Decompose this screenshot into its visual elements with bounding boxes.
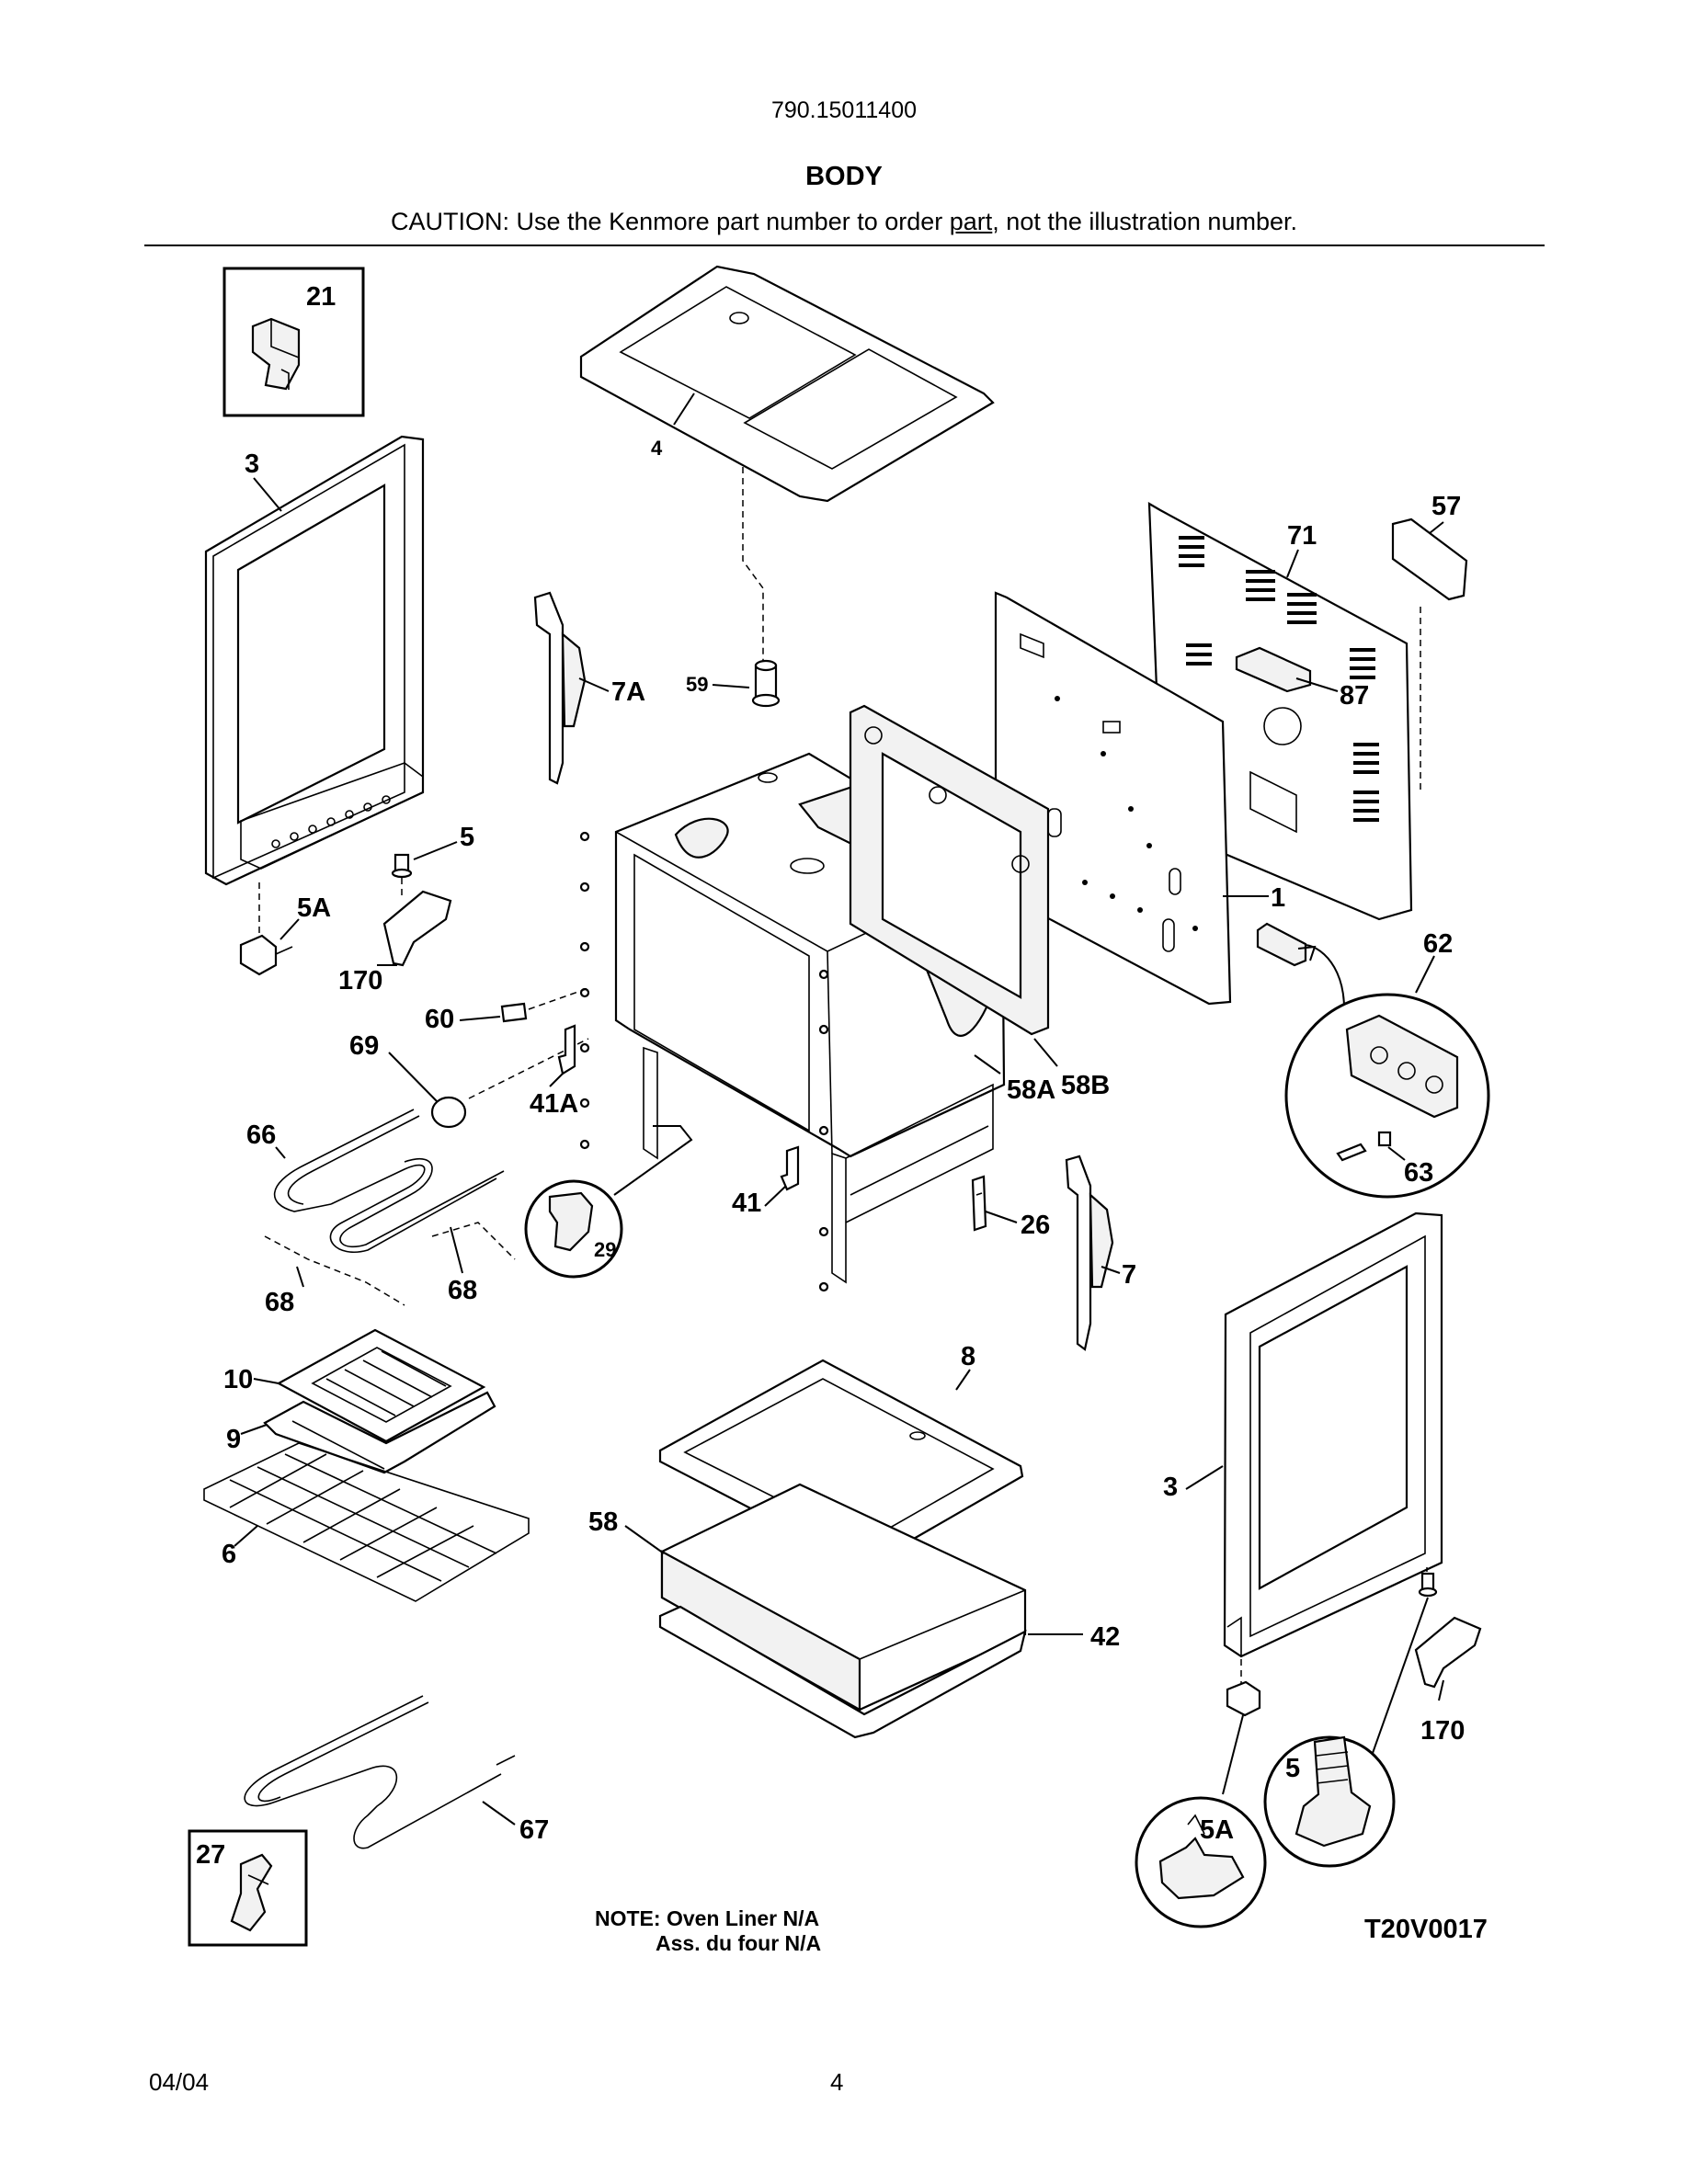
part-21-inset: [222, 267, 365, 417]
callout-59: 59: [686, 673, 708, 696]
callout-4: 4: [651, 437, 663, 460]
part-5-inset: [1263, 1735, 1396, 1868]
part-7a-hinge: [533, 591, 587, 785]
callout-68-b: 68: [448, 1276, 477, 1305]
callout-87: 87: [1340, 681, 1369, 711]
part-60-clip: [500, 1002, 528, 1023]
figure-id: T20V0017: [1364, 1915, 1488, 1944]
caution-prefix: CAUTION: Use the Kenmore part number to …: [391, 208, 950, 235]
callout-68-a: 68: [265, 1288, 294, 1317]
callout-67: 67: [519, 1815, 549, 1845]
part-62-terminal: [1256, 922, 1307, 967]
part-57-plate: [1391, 518, 1468, 601]
callout-3-right: 3: [1163, 1473, 1178, 1502]
callout-5-right: 5: [1285, 1754, 1300, 1783]
callout-63: 63: [1404, 1158, 1433, 1188]
callout-69: 69: [349, 1031, 379, 1061]
part-41a-bracket: [557, 1024, 576, 1075]
part-26-latch: [971, 1175, 987, 1232]
part-3-right-door: [1223, 1211, 1443, 1658]
callout-29: 29: [594, 1238, 616, 1261]
part-10-broil-insert: [276, 1328, 486, 1443]
caution-suffix: , not the illustration number.: [992, 208, 1297, 235]
part-67-bake-element: [244, 1695, 516, 1849]
part-62-inset: [1284, 993, 1490, 1199]
part-58b-insulation-back: [849, 704, 1050, 1036]
note-oven-liner: NOTE: Oven Liner N/A: [595, 1906, 820, 1930]
note-oven-liner-french: Ass. du four N/A: [656, 1931, 822, 1955]
model-number: 790.15011400: [770, 97, 918, 123]
callout-42: 42: [1090, 1622, 1120, 1652]
callout-7a: 7A: [611, 677, 645, 707]
part-5a-inset: [1135, 1796, 1267, 1928]
callout-10: 10: [223, 1365, 253, 1394]
part-6-oven-rack: [203, 1442, 530, 1602]
callout-26: 26: [1021, 1211, 1050, 1240]
screw-fasteners: [579, 831, 829, 1292]
part-41-bracket: [780, 1145, 800, 1191]
callout-62: 62: [1423, 929, 1453, 959]
part-59-vent-tube: [751, 659, 781, 708]
callout-58: 58: [588, 1507, 618, 1537]
part-42-bottom-panel: [658, 1605, 1027, 1739]
part-66-broil-element: [273, 1109, 505, 1253]
caution-text: CAUTION: Use the Kenmore part number to …: [0, 208, 1688, 236]
callout-58b: 58B: [1061, 1071, 1110, 1100]
part-4-top-panel: [579, 265, 995, 503]
part-27-inset: [188, 1829, 308, 1947]
part-170-leg-bracket-right: [1414, 1616, 1482, 1689]
part-5-leveling-leg-left: [391, 853, 413, 879]
section-title: BODY: [805, 162, 883, 191]
part-170-leg-bracket-left: [382, 890, 452, 967]
part-5a-bracket-left: [239, 934, 293, 976]
callout-1: 1: [1271, 883, 1285, 913]
callout-9: 9: [226, 1425, 241, 1454]
callout-41: 41: [732, 1189, 761, 1218]
part-29-inset: [524, 1179, 623, 1279]
callout-5a-right: 5A: [1200, 1815, 1234, 1845]
part-69-light-lens: [430, 1096, 467, 1129]
callout-3-left: 3: [245, 449, 259, 479]
callout-21: 21: [306, 282, 336, 312]
callout-170-right: 170: [1420, 1716, 1465, 1746]
callout-60: 60: [425, 1005, 454, 1034]
callout-5a-left: 5A: [297, 893, 331, 923]
footer-date: 04/04: [149, 2068, 210, 2096]
callout-66: 66: [246, 1120, 276, 1150]
callout-58a: 58A: [1007, 1075, 1055, 1105]
callout-170-left: 170: [338, 966, 382, 995]
part-7-hinge: [1065, 1155, 1114, 1351]
header-divider: [144, 245, 1545, 246]
callout-5-left: 5: [460, 823, 474, 852]
callout-7: 7: [1122, 1260, 1136, 1290]
callout-57: 57: [1431, 492, 1461, 521]
callout-8: 8: [961, 1342, 975, 1371]
page-number: 4: [830, 2068, 844, 2096]
callout-41a: 41A: [530, 1089, 578, 1119]
callout-27: 27: [196, 1840, 225, 1870]
callout-71: 71: [1287, 521, 1317, 551]
part-5a-bracket-right-small: [1226, 1680, 1261, 1717]
part-5-leveling-leg-right: [1418, 1572, 1438, 1598]
exploded-parts-diagram: 21 3 4 71: [188, 265, 1490, 1947]
caution-part-link: part: [949, 208, 993, 235]
part-3-left-door: [204, 435, 425, 886]
callout-6: 6: [222, 1540, 236, 1569]
